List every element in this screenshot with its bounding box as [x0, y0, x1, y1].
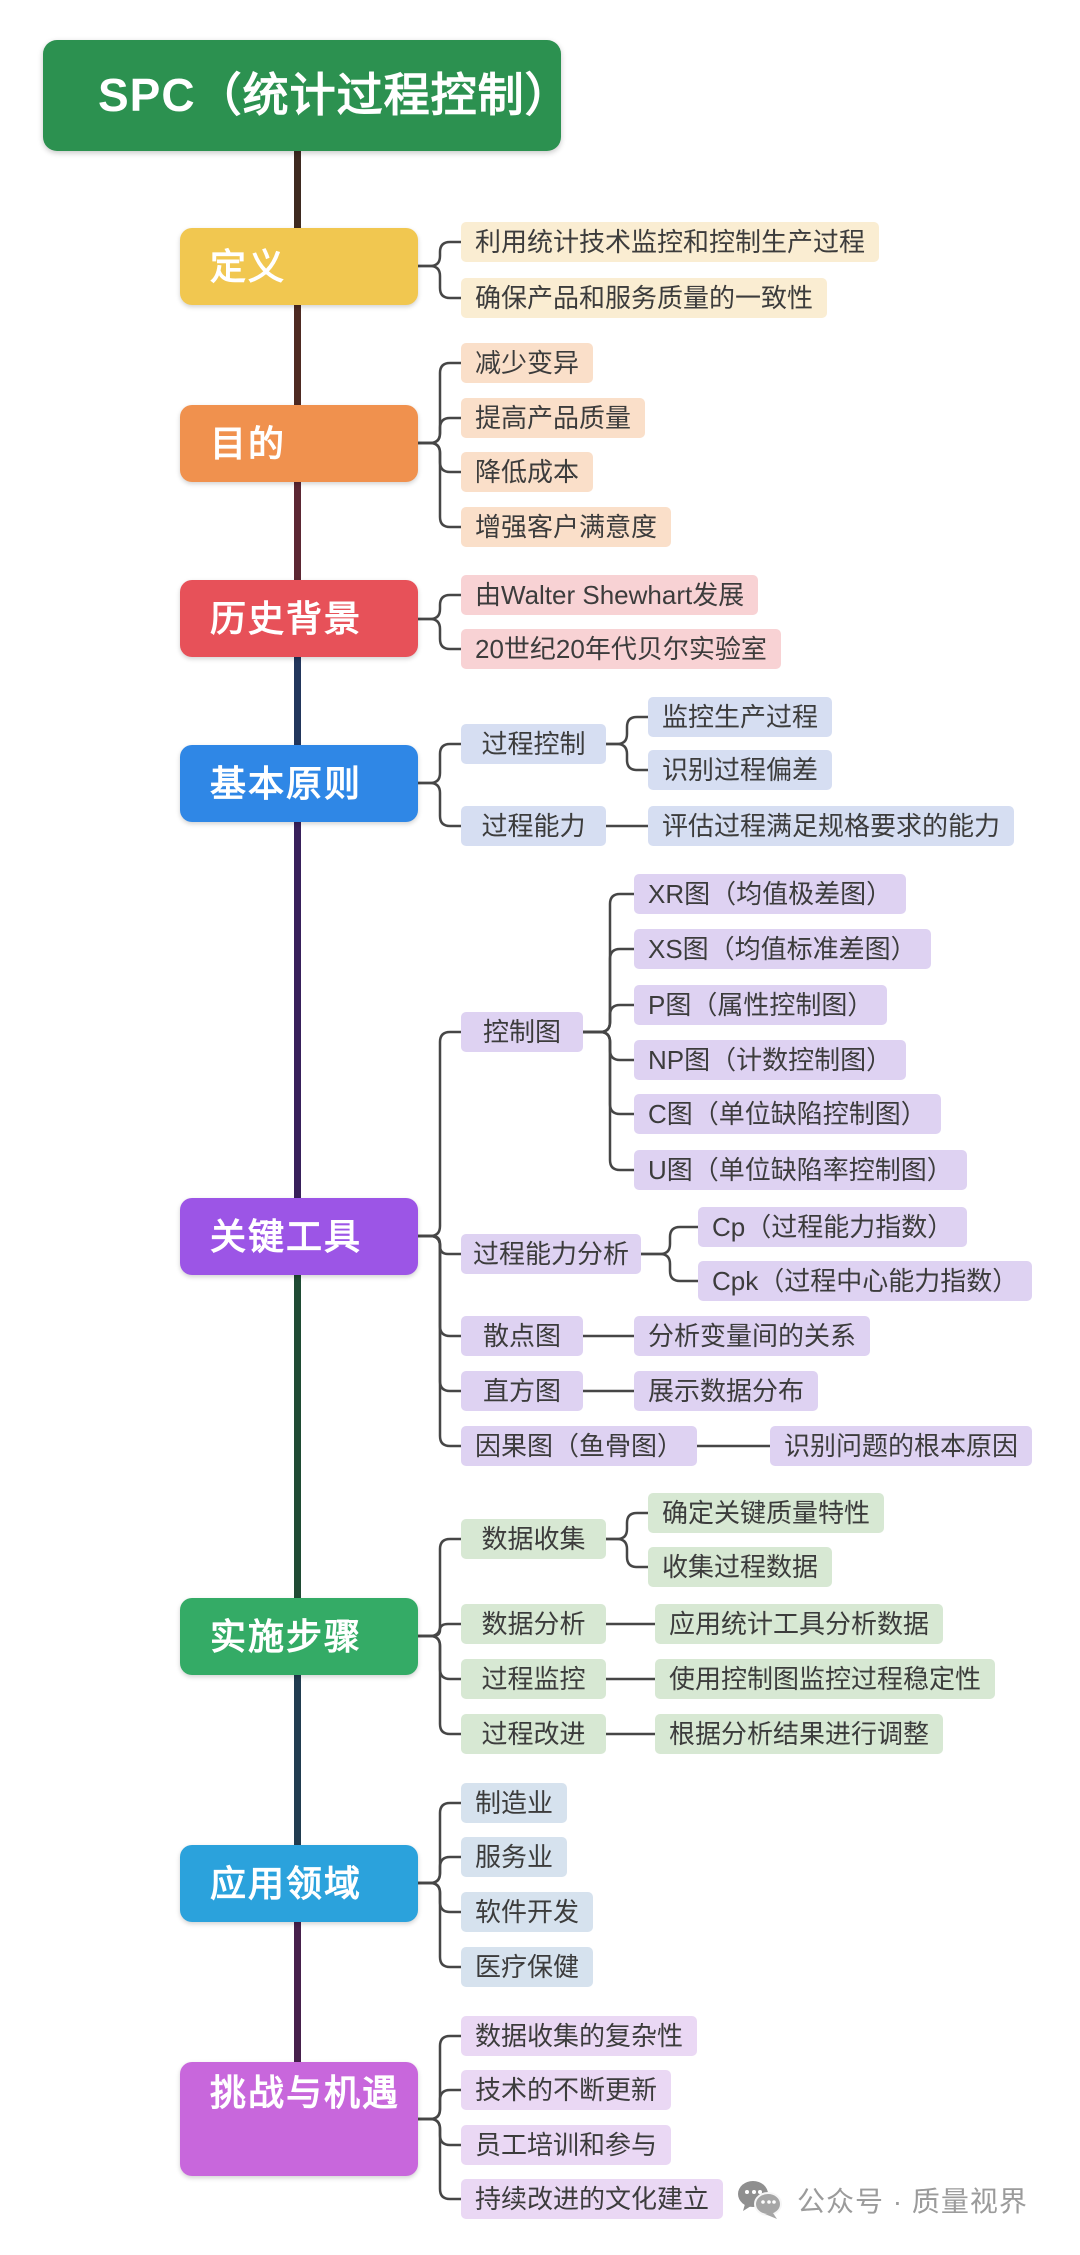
fishbone-desc: 识别问题的根本原因	[770, 1426, 1033, 1466]
steps-data-collection: 数据收集	[461, 1519, 606, 1559]
control-chart-item: C图（单位缺陷控制图）	[634, 1094, 941, 1134]
section-definition: 定义	[180, 228, 418, 305]
steps-item: 应用统计工具分析数据	[655, 1604, 944, 1644]
tools-capability-analysis: 过程能力分析	[461, 1234, 641, 1274]
purpose-item: 提高产品质量	[461, 398, 646, 438]
section-purpose: 目的	[180, 405, 418, 482]
steps-item: 确定关键质量特性	[648, 1493, 885, 1533]
history-item: 由Walter Shewhart发展	[461, 575, 759, 615]
steps-item: 根据分析结果进行调整	[655, 1714, 944, 1754]
watermark-text: 公众号 · 质量视界	[797, 2186, 1028, 2217]
tools-scatter-plot: 散点图	[461, 1316, 583, 1356]
tools-histogram: 直方图	[461, 1371, 583, 1411]
purpose-item: 增强客户满意度	[461, 507, 672, 547]
challenge-item: 持续改进的文化建立	[461, 2179, 724, 2219]
histogram-desc: 展示数据分布	[634, 1371, 819, 1411]
history-item: 20世纪20年代贝尔实验室	[461, 629, 781, 669]
section-challenges-opportunities: 挑战与机遇	[180, 2062, 418, 2176]
tools-fishbone: 因果图（鱼骨图）	[461, 1426, 697, 1466]
steps-process-monitoring: 过程监控	[461, 1659, 606, 1699]
steps-item: 收集过程数据	[648, 1547, 833, 1587]
steps-process-improvement: 过程改进	[461, 1714, 606, 1754]
domain-item: 医疗保健	[461, 1947, 594, 1987]
challenge-item: 数据收集的复杂性	[461, 2016, 698, 2056]
control-chart-item: XR图（均值极差图）	[634, 874, 907, 914]
tools-control-charts: 控制图	[461, 1012, 583, 1052]
section-history: 历史背景	[180, 580, 418, 657]
control-chart-item: U图（单位缺陷率控制图）	[634, 1150, 967, 1190]
control-chart-item: NP图（计数控制图）	[634, 1040, 907, 1080]
principles-item: 识别过程偏差	[648, 750, 833, 790]
capability-index-item: Cpk（过程中心能力指数）	[698, 1261, 1033, 1301]
definition-item: 确保产品和服务质量的一致性	[461, 278, 828, 318]
section-key-tools: 关键工具	[180, 1198, 418, 1275]
scatter-plot-desc: 分析变量间的关系	[634, 1316, 871, 1356]
steps-item: 使用控制图监控过程稳定性	[655, 1659, 996, 1699]
domain-item: 制造业	[461, 1783, 568, 1823]
principles-process-control: 过程控制	[461, 724, 606, 764]
challenge-item: 技术的不断更新	[461, 2070, 672, 2110]
control-chart-item: XS图（均值标准差图）	[634, 929, 931, 969]
watermark: 公众号 · 质量视界	[735, 2178, 1028, 2222]
root-title: SPC（统计过程控制）	[43, 40, 571, 151]
purpose-item: 降低成本	[461, 452, 594, 492]
section-implementation-steps: 实施步骤	[180, 1598, 418, 1675]
definition-item: 利用统计技术监控和控制生产过程	[461, 222, 880, 262]
domain-item: 服务业	[461, 1837, 568, 1877]
section-application-domains: 应用领域	[180, 1845, 418, 1922]
wechat-bubbles-icon	[735, 2178, 787, 2222]
principles-item: 评估过程满足规格要求的能力	[648, 806, 1015, 846]
challenge-item: 员工培训和参与	[461, 2125, 672, 2165]
principles-process-capability: 过程能力	[461, 806, 606, 846]
principles-item: 监控生产过程	[648, 697, 833, 737]
purpose-item: 减少变异	[461, 343, 594, 383]
control-chart-item: P图（属性控制图）	[634, 985, 888, 1025]
section-principles: 基本原则	[180, 745, 418, 822]
steps-data-analysis: 数据分析	[461, 1604, 606, 1644]
domain-item: 软件开发	[461, 1892, 594, 1932]
capability-index-item: Cp（过程能力指数）	[698, 1207, 968, 1247]
